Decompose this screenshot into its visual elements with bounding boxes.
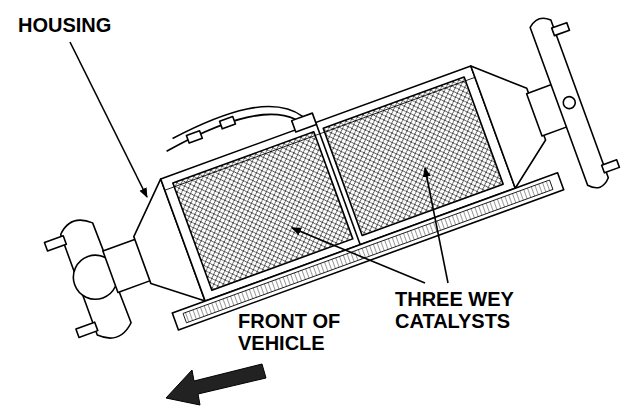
part-label: FRONT OF VEHICLE <box>238 310 368 354</box>
label-holder: FRONT OF VEHICLE <box>238 310 368 354</box>
part-label: HOUSING <box>18 14 178 36</box>
label-holder: HOUSING <box>18 14 178 36</box>
direction-arrow <box>166 364 266 405</box>
label-holder: THREE WEY CATALYSTS <box>395 288 595 332</box>
leader-line <box>70 42 147 197</box>
leader-line <box>425 168 448 283</box>
part-label: THREE WEY CATALYSTS <box>395 288 595 332</box>
leader-line <box>292 228 425 283</box>
